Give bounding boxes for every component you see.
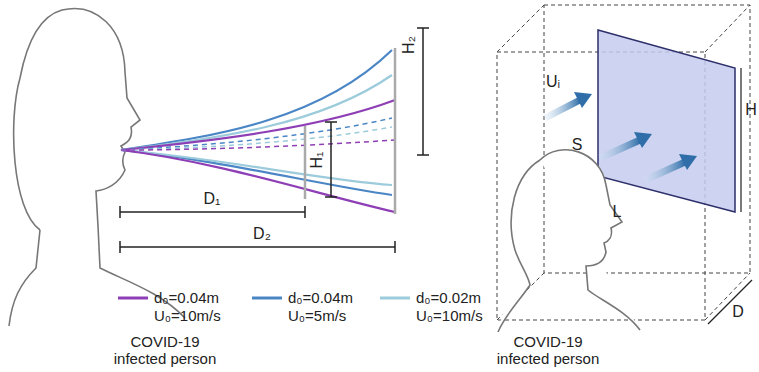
legend-text: d₀=0.02m U₀=10m/s <box>416 289 496 325</box>
dimension-label: H₂ <box>400 36 418 54</box>
dimension-label: H₁ <box>308 152 326 169</box>
legend-text: d₀=0.04m U₀=5m/s <box>288 289 368 325</box>
dimension-label: D₁ <box>204 190 221 208</box>
legend-text: d₀=0.04m U₀=10m/s <box>154 289 234 325</box>
dimension-label: D <box>732 303 744 321</box>
dimension-lines <box>120 28 429 253</box>
section-lines <box>305 48 395 214</box>
dimension-label: D₂ <box>253 225 271 243</box>
screen-panel <box>598 30 735 212</box>
figure-caption: COVID-19 infected person <box>488 333 608 367</box>
dimension-label: L <box>613 203 622 221</box>
legend-sample <box>252 297 282 300</box>
head-outline <box>498 150 640 332</box>
surface-label: S <box>572 136 583 154</box>
velocity-label: Uᵢ <box>546 73 560 91</box>
dimension-label: H <box>745 101 757 119</box>
legend-sample <box>118 297 148 300</box>
figure-caption: COVID-19 infected person <box>105 333 225 367</box>
head-outline <box>9 9 185 326</box>
jet-curves <box>121 50 395 212</box>
legend-sample <box>380 297 410 300</box>
